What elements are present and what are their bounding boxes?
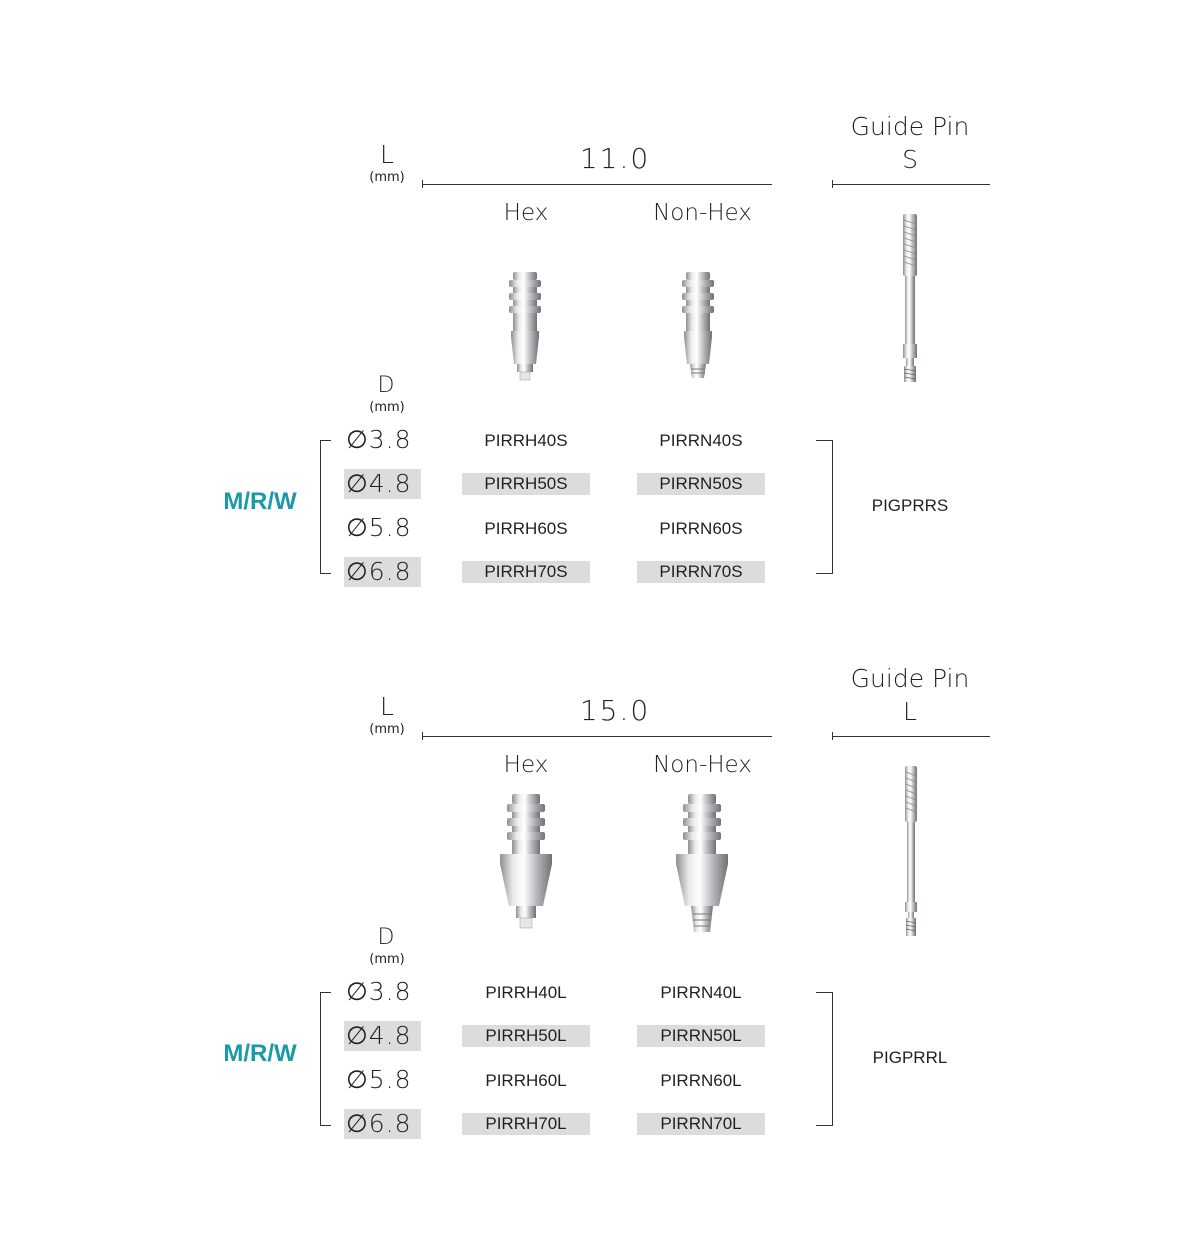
hex-abutment-image [500,794,552,929]
hex-code-cell: PIRRH60L [485,1071,567,1090]
guide-pin-size: L [903,697,917,726]
column-header-hex: Hex [503,200,549,226]
guide-pin-bracket [816,992,833,1126]
guide-pin-image [905,766,917,936]
product-section-short: L (mm) 11.0 Guide Pin S Hex Non-Hex [0,0,1200,587]
guide-pin-bracket [816,440,833,574]
length-unit: (mm) [369,170,405,185]
hex-abutment-image [509,272,541,381]
guide-pin-divider-tick [832,180,833,188]
platform-label: M/R/W [223,488,297,515]
guide-pin-divider-tick [832,732,833,740]
length-value: 11.0 [579,142,651,175]
hex-code-cell: PIRRH40L [485,983,567,1002]
guide-pin-title: Guide Pin [850,664,970,693]
nonhex-code-cell: PIRRN50S [637,473,765,495]
nonhex-code-cell: PIRRN70S [637,561,765,583]
guide-pin-size: S [902,145,918,174]
column-header-nonhex: Non-Hex [653,752,752,778]
nonhex-code-cell: PIRRN40S [659,431,743,450]
hex-code-cell: PIRRH70S [462,561,590,583]
column-header-hex: Hex [503,752,549,778]
guide-pin-divider [832,184,990,185]
hex-code-cell: PIRRH70L [462,1113,590,1135]
length-unit: (mm) [369,722,405,737]
guide-pin-image [903,214,917,382]
diameter-cell: ∅6.8 [344,557,421,587]
column-header-nonhex: Non-Hex [653,200,752,226]
length-divider-tick [422,180,423,188]
hex-code-cell: PIRRH50S [462,473,590,495]
diameter-cell: ∅4.8 [344,469,421,499]
nonhex-abutment-image [682,272,714,378]
guide-pin-code: PIGPRRL [872,1048,948,1067]
diameter-bracket [320,992,331,1126]
diameter-label: D [377,373,395,398]
diameter-bracket [320,440,331,574]
nonhex-code-cell: PIRRN60L [660,1071,742,1090]
length-divider [422,736,772,737]
guide-pin-title: Guide Pin [850,112,970,141]
hex-code-cell: PIRRH50L [462,1025,590,1047]
hex-code-cell: PIRRH40S [484,431,568,450]
nonhex-code-cell: PIRRN70L [637,1113,765,1135]
diameter-unit: (mm) [369,952,405,967]
length-label: L [380,692,394,721]
platform-label: M/R/W [223,1040,297,1067]
nonhex-code-cell: PIRRN50L [637,1025,765,1047]
nonhex-abutment-image [676,794,728,932]
nonhex-code-cell: PIRRN40L [660,983,742,1002]
diameter-cell: ∅3.8 [346,425,412,454]
diameter-cell: ∅4.8 [344,1021,421,1051]
length-label: L [380,140,394,169]
length-divider [422,184,772,185]
diameter-cell: ∅3.8 [346,977,412,1006]
diameter-label: D [377,925,395,950]
diameter-unit: (mm) [369,400,405,415]
diameter-cell: ∅5.8 [346,1065,412,1094]
length-value: 15.0 [579,694,651,727]
nonhex-code-cell: PIRRN60S [659,519,743,538]
length-divider-tick [422,732,423,740]
hex-code-cell: PIRRH60S [484,519,568,538]
product-section-long: L (mm) 15.0 Guide Pin L Hex Non-Hex [0,552,1200,1139]
diameter-cell: ∅6.8 [344,1109,421,1139]
guide-pin-code: PIGPRRS [871,496,949,515]
diameter-cell: ∅5.8 [346,513,412,542]
guide-pin-divider [832,736,990,737]
